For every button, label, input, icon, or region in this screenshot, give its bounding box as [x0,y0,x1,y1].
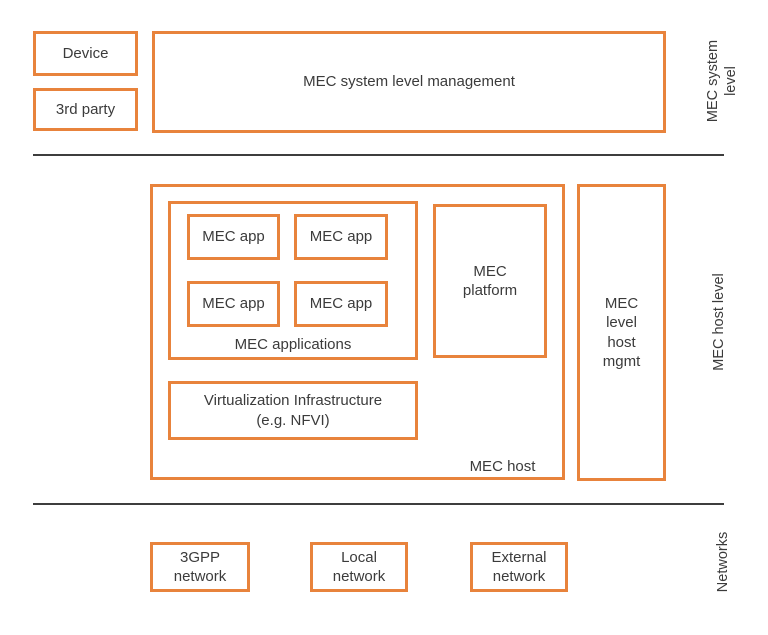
host-level-side-label: MEC host level [710,273,727,371]
local-network-box: Local network [310,542,408,592]
mec-app-box: MEC app [187,281,280,327]
mec-app-box: MEC app [294,281,388,327]
system-level-side-label: MEC system level [704,39,739,123]
networks-side-label: Networks [714,531,731,593]
mec-platform-box: MEC platform [433,204,547,358]
mec-system-level-management-box: MEC system level management [152,31,666,133]
host-networks-divider-line [33,503,724,505]
3gpp-network-box: 3GPP network [150,542,250,592]
device-box: Device [33,31,138,76]
mec-applications-label: MEC applications [234,335,352,353]
system-host-divider-line [33,154,724,156]
mec-app-box: MEC app [294,214,388,260]
virtualization-infrastructure-box: Virtualization Infrastructure (e.g. NFVI… [168,381,418,440]
external-network-box: External network [470,542,568,592]
mec-host-label: MEC host [469,457,536,475]
mec-level-host-mgmt-box: MEC level host mgmt [577,184,666,481]
third-party-box: 3rd party [33,88,138,131]
mec-app-box: MEC app [187,214,280,260]
